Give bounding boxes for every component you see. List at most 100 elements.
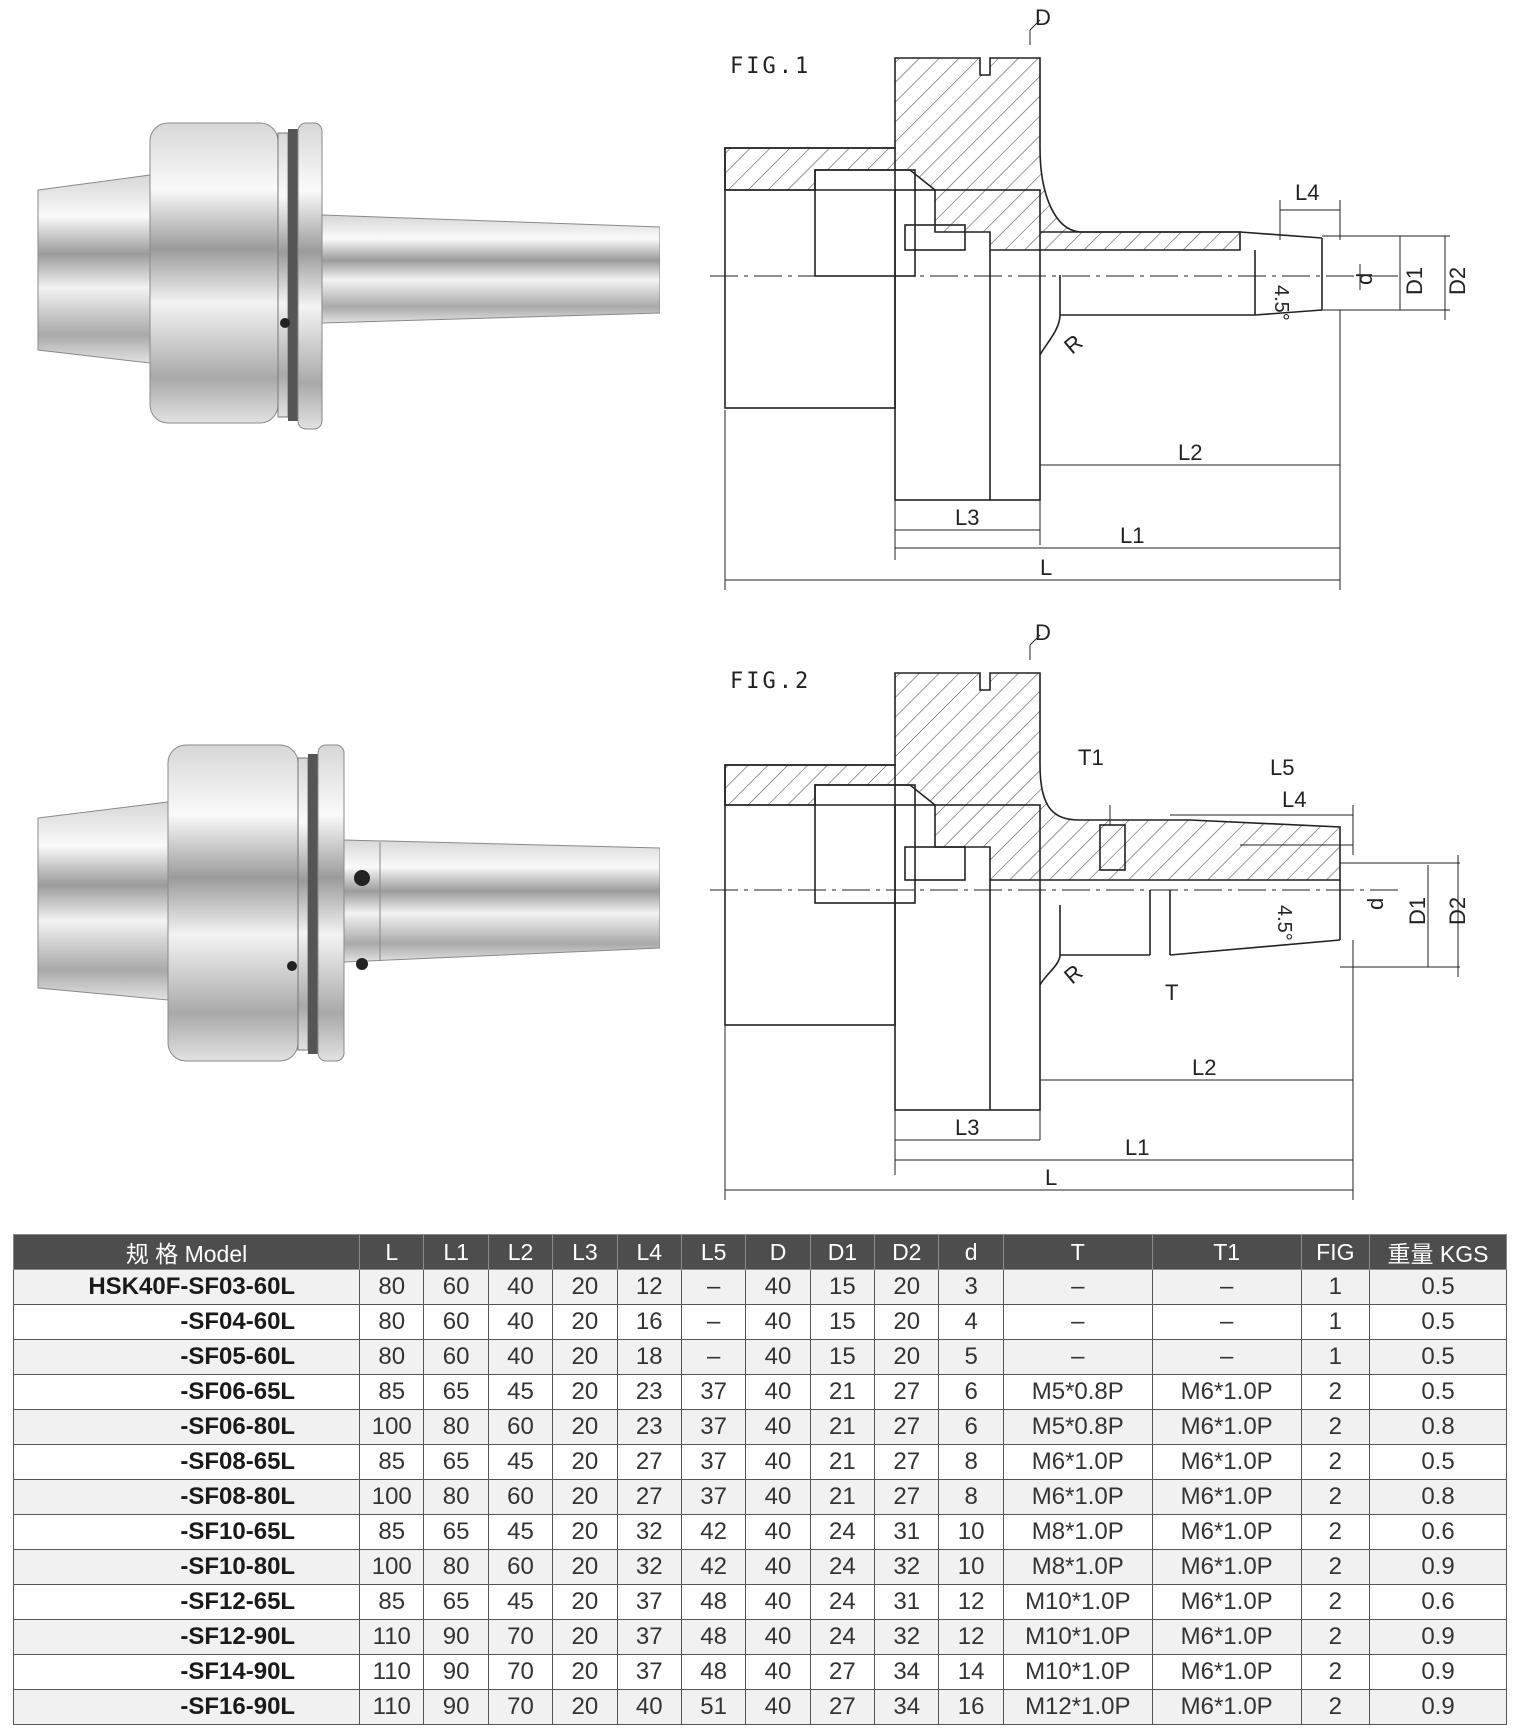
table-cell: 12	[616, 1269, 682, 1305]
col-header: T1	[1151, 1234, 1302, 1270]
fig2-dim-D: D	[1035, 620, 1051, 645]
table-cell: M6*1.0P	[1151, 1689, 1302, 1725]
table-cell: 42	[680, 1549, 747, 1585]
fig1-dim-L2: L2	[1178, 440, 1202, 465]
table-cell: 3	[938, 1269, 1004, 1305]
table-cell: 23	[616, 1374, 682, 1410]
table-cell: 20	[874, 1339, 940, 1375]
table-cell: 21	[809, 1409, 876, 1445]
table-cell: 20	[552, 1479, 618, 1515]
table-cell: 18	[616, 1339, 682, 1375]
table-cell: 60	[423, 1304, 489, 1340]
table-cell: 20	[552, 1409, 618, 1445]
table-cell: M6*1.0P	[1151, 1444, 1302, 1480]
col-header: L5	[680, 1234, 747, 1270]
model-cell: -SF10-80L	[12, 1549, 361, 1585]
table-cell: 0.9	[1369, 1549, 1507, 1585]
table-cell: –	[1002, 1339, 1153, 1375]
table-cell: 2	[1300, 1654, 1371, 1690]
fig2-label: FIG.2	[730, 669, 811, 694]
col-header: L2	[487, 1234, 554, 1270]
table-cell: 40	[745, 1409, 811, 1445]
table-cell: 60	[487, 1549, 554, 1585]
table-cell: 40	[745, 1654, 811, 1690]
table-cell: 27	[874, 1409, 940, 1445]
table-cell: 40	[487, 1339, 554, 1375]
table-cell: –	[680, 1304, 747, 1340]
table-cell: 51	[680, 1689, 747, 1725]
table-cell: 70	[487, 1689, 554, 1725]
table-cell: 60	[487, 1409, 554, 1445]
table-cell: 5	[938, 1339, 1004, 1375]
table-cell: 45	[487, 1444, 554, 1480]
table-cell: M10*1.0P	[1002, 1654, 1153, 1690]
table-cell: 27	[874, 1444, 940, 1480]
tool-holder-photo-fig2	[37, 744, 660, 1062]
table-cell: 20	[874, 1304, 940, 1340]
table-cell: M6*1.0P	[1151, 1549, 1302, 1585]
table-cell: 24	[809, 1514, 876, 1550]
table-cell: 40	[745, 1549, 811, 1585]
table-cell: 0.6	[1369, 1514, 1507, 1550]
table-cell: 6	[938, 1409, 1004, 1445]
col-header: L1	[423, 1234, 489, 1270]
table-cell: 100	[359, 1409, 425, 1445]
table-cell: 0.9	[1369, 1654, 1507, 1690]
fig2-dim-L1: L1	[1125, 1135, 1149, 1160]
table-cell: –	[680, 1339, 747, 1375]
table-cell: 20	[552, 1584, 618, 1620]
table-cell: 10	[938, 1514, 1004, 1550]
fig1-dim-d: d	[1352, 273, 1377, 285]
table-cell: 40	[745, 1339, 811, 1375]
table-cell: 27	[616, 1479, 682, 1515]
table-cell: 2	[1300, 1619, 1371, 1655]
col-header: T	[1002, 1234, 1153, 1270]
fig2-dim-L5: L5	[1270, 755, 1294, 780]
table-cell: 20	[552, 1514, 618, 1550]
table-cell: 8	[938, 1444, 1004, 1480]
table-cell: 40	[745, 1619, 811, 1655]
table-cell: 48	[680, 1619, 747, 1655]
table-cell: 21	[809, 1374, 876, 1410]
table-cell: 2	[1300, 1444, 1371, 1480]
table-cell: 80	[423, 1549, 489, 1585]
table-cell: 12	[938, 1619, 1004, 1655]
table-cell: 20	[552, 1619, 618, 1655]
table-cell: 1	[1300, 1269, 1371, 1305]
table-cell: 80	[359, 1304, 425, 1340]
table-cell: M10*1.0P	[1002, 1584, 1153, 1620]
model-cell: -SF06-65L	[12, 1374, 361, 1410]
col-header: D1	[809, 1234, 876, 1270]
table-cell: 85	[359, 1374, 425, 1410]
table-cell: 65	[423, 1444, 489, 1480]
table-cell: 110	[359, 1619, 425, 1655]
table-cell: 0.9	[1369, 1619, 1507, 1655]
table-cell: 80	[359, 1269, 425, 1305]
table-cell: 100	[359, 1549, 425, 1585]
table-cell: 60	[487, 1479, 554, 1515]
table-cell: –	[680, 1269, 747, 1305]
table-cell: 40	[745, 1584, 811, 1620]
model-cell: -SF06-80L	[12, 1409, 361, 1445]
table-cell: 31	[874, 1584, 940, 1620]
table-cell: M6*1.0P	[1151, 1619, 1302, 1655]
table-cell: 60	[423, 1339, 489, 1375]
table-cell: 40	[487, 1269, 554, 1305]
technical-drawing-fig2: FIG.2 D T1 L5 L4 d D1 D2 4.5° R T L2 L3	[710, 620, 1470, 1200]
col-header: L	[359, 1234, 425, 1270]
table-cell: 1	[1300, 1304, 1371, 1340]
table-cell: 110	[359, 1654, 425, 1690]
table-cell: 4	[938, 1304, 1004, 1340]
table-cell: 0.8	[1369, 1479, 1507, 1515]
model-cell: -SF12-90L	[12, 1619, 361, 1655]
table-cell: 32	[874, 1619, 940, 1655]
table-cell: 70	[487, 1654, 554, 1690]
table-header-row: 规 格 Model L L1 L2 L3 L4 L5 D D1 D2 d T T…	[12, 1234, 1507, 1270]
model-cell: -SF05-60L	[12, 1339, 361, 1375]
